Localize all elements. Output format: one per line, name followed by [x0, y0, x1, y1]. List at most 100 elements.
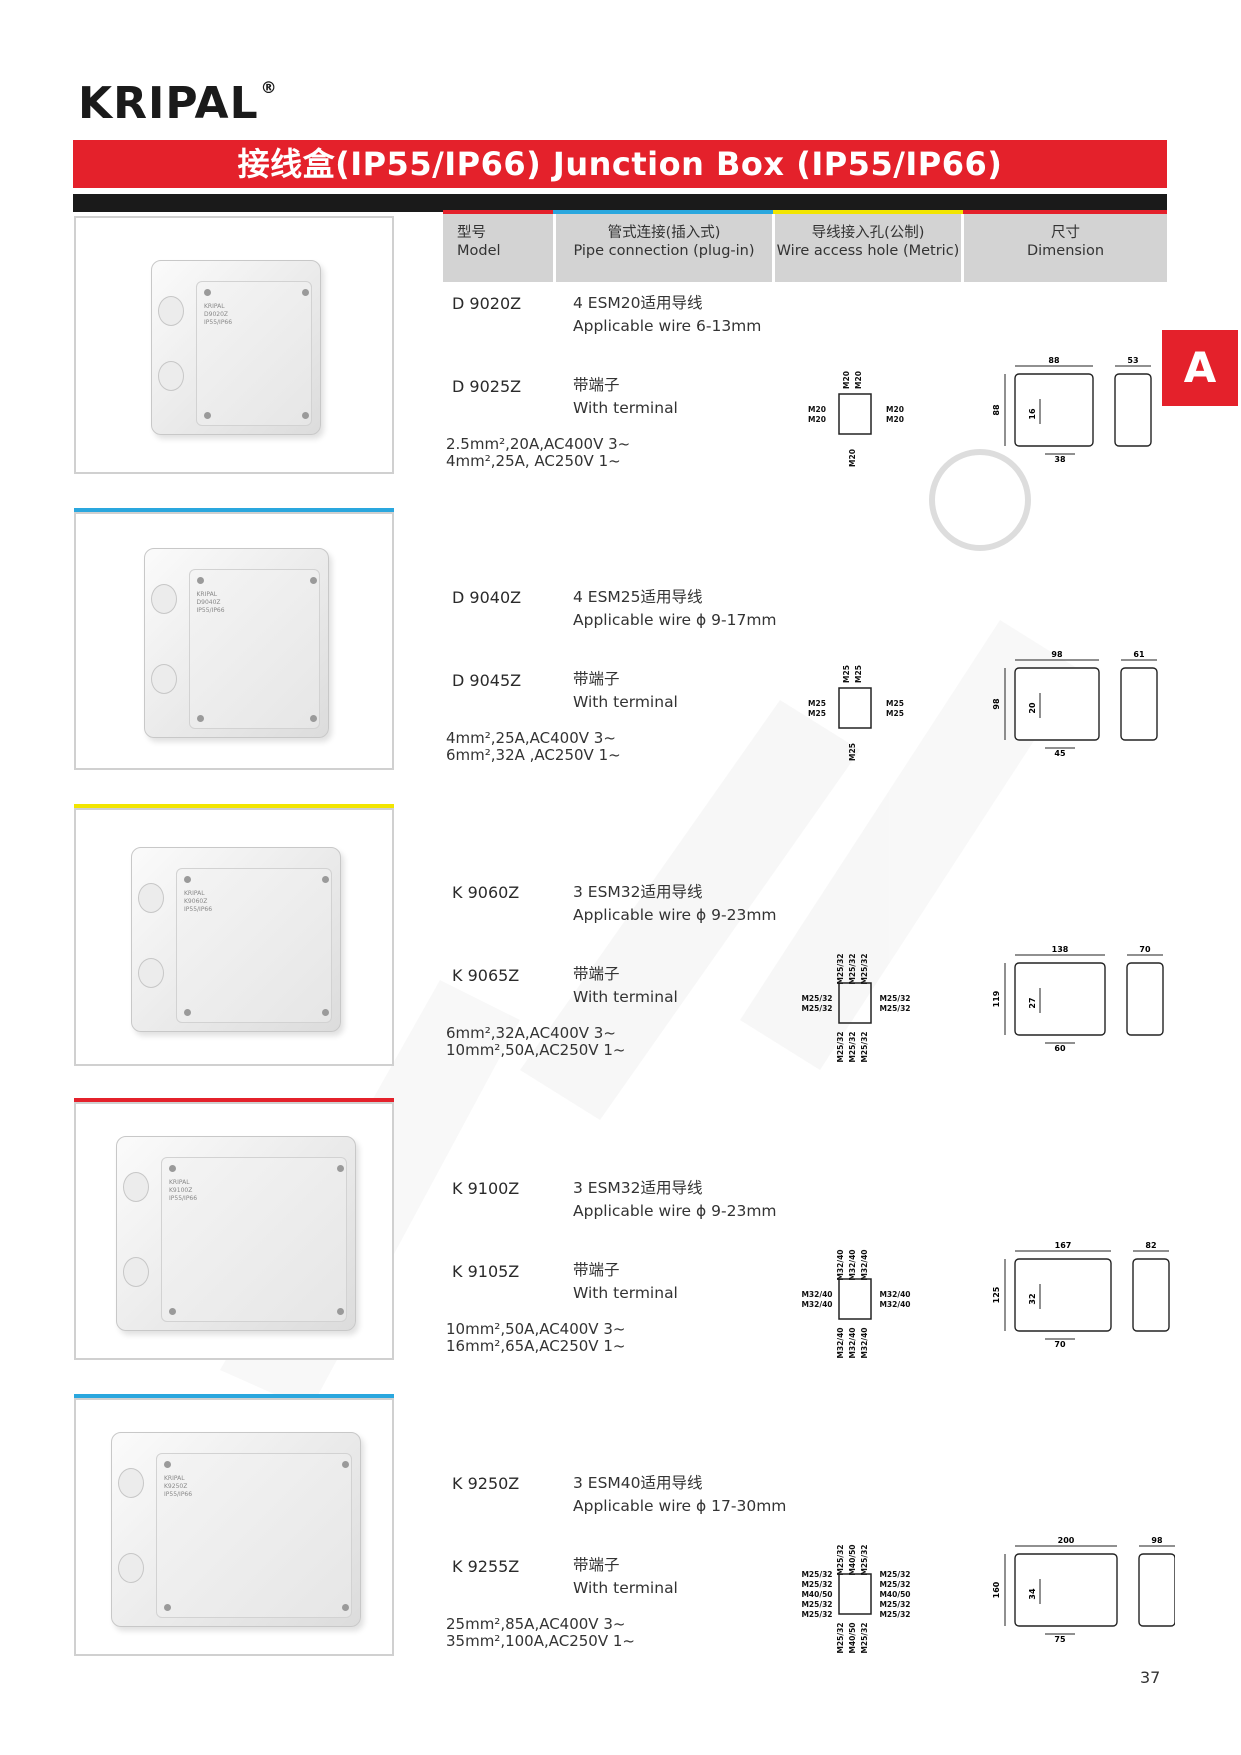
- dimension-value: 138: [1052, 945, 1069, 954]
- spec-line: 4mm²,25A, AC250V 1~: [446, 452, 621, 470]
- lid-screw: [196, 715, 204, 722]
- desc-cn: 带端子: [573, 1261, 620, 1279]
- model-code-terminal: D 9025Z: [452, 377, 522, 396]
- box-label-line: KRIPAL: [169, 1178, 190, 1186]
- hole-size-label: M25/32: [801, 1004, 832, 1013]
- box-lid: [196, 280, 312, 426]
- box-lid: [161, 1156, 347, 1322]
- box-label-line: KRIPAL: [204, 302, 225, 310]
- hole-size-label: M32/40: [848, 1249, 857, 1280]
- box-lid: [156, 1452, 352, 1618]
- photo-accent-line: [74, 804, 394, 808]
- model-code: K 9250Z: [452, 1474, 520, 1493]
- hole-size-label: M25/32: [836, 953, 845, 984]
- dimension-value: 70: [1054, 1340, 1066, 1349]
- box-front-view: [1014, 1258, 1112, 1332]
- hole-size-label: M25/32: [848, 953, 857, 984]
- dimension-value: 88: [1048, 356, 1060, 365]
- knockout-hole: [138, 957, 164, 988]
- dimension-value: 160: [992, 1581, 1001, 1598]
- model-code-terminal: D 9045Z: [452, 671, 522, 690]
- lid-screw: [309, 715, 317, 722]
- knockout-hole: [138, 882, 164, 913]
- hole-size-label: M32/40: [860, 1249, 869, 1280]
- dimension-value: 60: [1054, 1044, 1066, 1053]
- box-side-view: [1114, 373, 1152, 447]
- dimension-value: 20: [1028, 702, 1037, 714]
- dimension-value: 98: [1051, 650, 1063, 659]
- dimension-value: 75: [1054, 1635, 1066, 1644]
- knockout-hole: [158, 360, 184, 391]
- box-outline: [838, 1278, 872, 1320]
- electrical-spec: 25mm²,85A,AC400V 3~35mm²,100A,AC250V 1~: [446, 1616, 635, 1650]
- spec-line: 4mm²,25A,AC400V 3~: [446, 729, 616, 747]
- desc-cn: 3 ESM32适用导线: [573, 883, 703, 901]
- photo-accent-line: [74, 1098, 394, 1102]
- dimension-value: 61: [1133, 650, 1145, 659]
- dimension-value: 27: [1028, 997, 1037, 1008]
- lid-screw: [342, 1460, 349, 1468]
- hole-size-label: M25/32: [879, 994, 910, 1003]
- hole-size-label: M25: [842, 665, 851, 683]
- hole-size-label: M25/32: [836, 1031, 845, 1062]
- hole-size-label: M32/40: [801, 1290, 832, 1299]
- knockout-hole: [123, 1256, 149, 1287]
- hole-size-label: M25/32: [848, 1031, 857, 1062]
- desc-en: Applicable wire ϕ 17-30mm: [573, 1497, 787, 1515]
- desc-en: Applicable wire ϕ 9-23mm: [573, 906, 777, 924]
- box-outline: [838, 393, 872, 435]
- box-side-view: [1126, 962, 1164, 1036]
- desc-en: With terminal: [573, 988, 678, 1006]
- model-code-terminal: K 9065Z: [452, 966, 520, 985]
- hole-size-label: M25: [848, 743, 857, 761]
- electrical-spec: 4mm²,25A,AC400V 3~6mm²,32A ,AC250V 1~: [446, 730, 621, 764]
- hole-size-label: M25: [886, 709, 904, 718]
- dimension-value: 38: [1054, 455, 1066, 464]
- photo-accent-line: [74, 1394, 394, 1398]
- dimension-value: 125: [992, 1286, 1001, 1303]
- hole-size-label: M40/50: [801, 1590, 832, 1599]
- knockout-hole: [150, 584, 177, 614]
- model-code: K 9060Z: [452, 883, 520, 902]
- hole-size-label: M20: [842, 371, 851, 389]
- box-side-view: [1138, 1553, 1175, 1627]
- hole-size-label: M25: [808, 699, 826, 708]
- box-label-line: IP55/IP66: [164, 1490, 193, 1498]
- hole-size-label: M25/32: [860, 1544, 869, 1575]
- box-front-view: [1014, 667, 1100, 741]
- dimension-value: 119: [992, 990, 1001, 1007]
- dimension-value: 88: [992, 404, 1001, 416]
- box-outline: [838, 687, 872, 729]
- desc-en: Applicable wire 6-13mm: [573, 317, 762, 335]
- lid-screw: [164, 1460, 171, 1468]
- hole-size-label: M20: [848, 449, 857, 467]
- hole-size-label: M25/32: [879, 1610, 910, 1619]
- desc-cn: 3 ESM32适用导线: [573, 1179, 703, 1197]
- dimension-value: 16: [1028, 408, 1037, 420]
- header-accent-yellow: [773, 210, 963, 214]
- header-pipe: 管式连接(插入式)Pipe connection (plug-in): [556, 214, 772, 282]
- lid-screw: [302, 411, 309, 419]
- section-tab: A: [1162, 330, 1238, 406]
- box-label-line: K9100Z: [169, 1186, 193, 1194]
- box-label-line: IP55/IP66: [196, 607, 225, 614]
- desc-cn: 3 ESM40适用导线: [573, 1474, 703, 1492]
- page-title: 接线盒(IP55/IP66) Junction Box (IP55/IP66): [73, 140, 1167, 188]
- desc-cn: 带端子: [573, 965, 620, 983]
- title-underbar: [73, 194, 1167, 212]
- hole-size-label: M20: [886, 405, 904, 414]
- box-label-line: D9040Z: [196, 599, 221, 606]
- hole-size-label: M32/40: [879, 1290, 910, 1299]
- lid-screw: [342, 1603, 349, 1611]
- knockout-hole: [158, 295, 184, 326]
- photo-accent-line: [74, 508, 394, 512]
- lid-screw: [302, 288, 309, 296]
- box-label-line: K9060Z: [184, 897, 208, 905]
